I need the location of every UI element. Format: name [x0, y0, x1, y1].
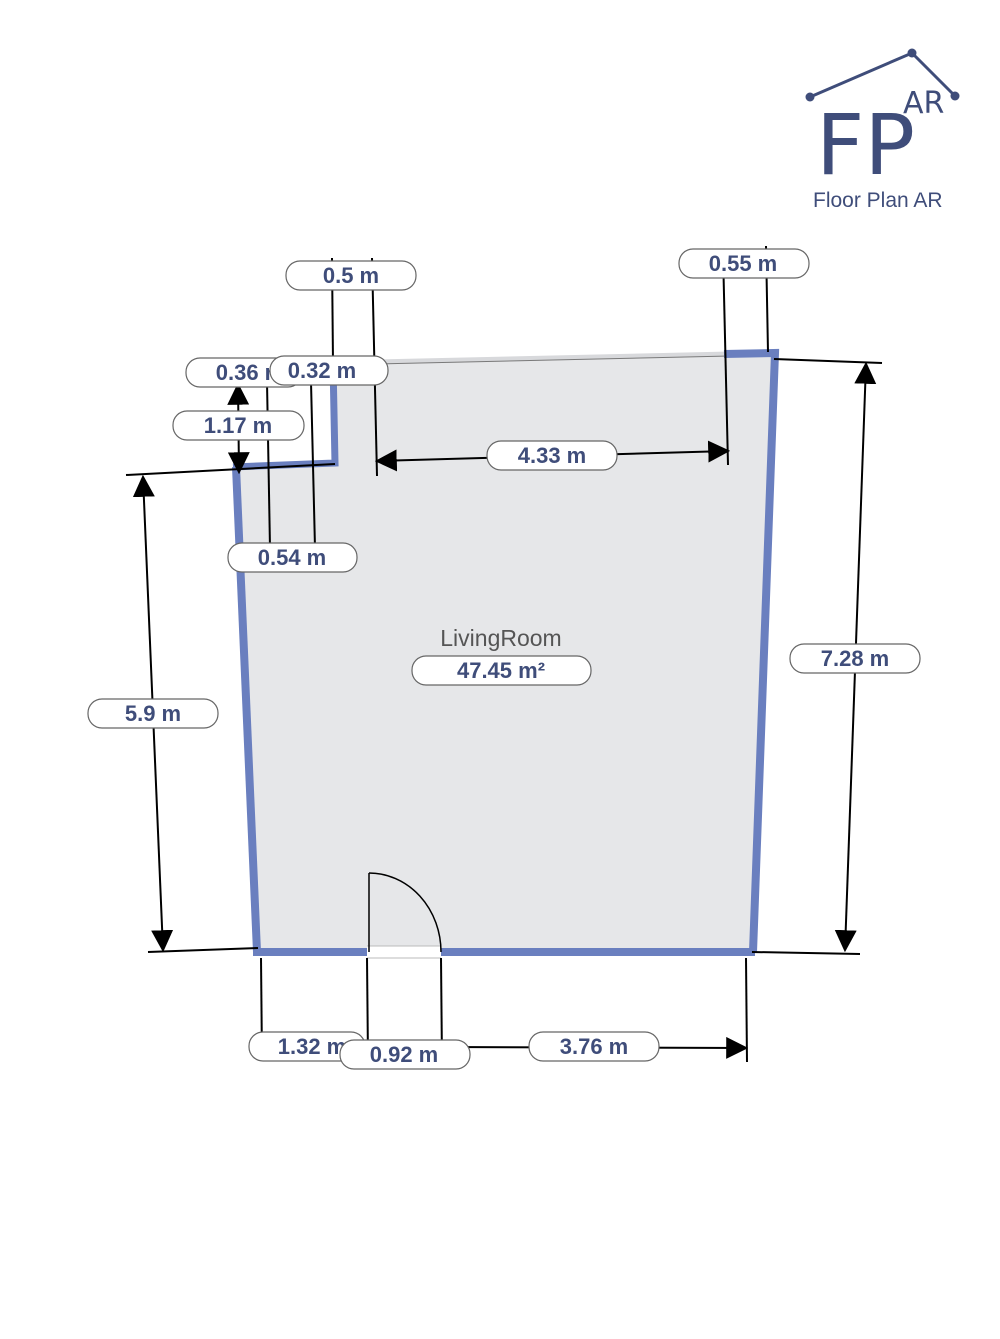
- logo-caption: Floor Plan AR: [813, 189, 943, 212]
- label-text: 0.54 m: [258, 545, 327, 570]
- logo: FP AR Floor Plan AR: [805, 48, 960, 212]
- door-symbol: [367, 872, 442, 959]
- logo-mark: FP: [816, 96, 915, 194]
- roof-constellation-icon: [805, 48, 960, 102]
- label-text: 5.9 m: [125, 701, 181, 726]
- label-door-width: 0.92 m: [339, 1039, 471, 1070]
- logo-superscript: AR: [903, 86, 944, 121]
- wall-outline: [232, 362, 339, 471]
- label-wall-top-left-stub: 0.5 m: [285, 260, 417, 291]
- door-swing-arc: [368, 872, 442, 953]
- label-text: 0.32 m: [288, 358, 357, 383]
- label-bottom-left-segment: 1.32 m: [248, 1031, 366, 1062]
- room-name: LivingRoom: [440, 625, 561, 651]
- label-wall-top-right-stub: 0.55 m: [678, 248, 810, 279]
- label-text: 1.17 m: [204, 413, 273, 438]
- label-text: 4.33 m: [518, 443, 587, 468]
- label-text: 1.32 m: [278, 1034, 347, 1059]
- label-niche-height: 1.17 m: [172, 410, 305, 441]
- label-niche-depth-wall: 0.32 m: [269, 355, 389, 386]
- label-niche-offset: 0.54 m: [227, 542, 358, 573]
- wall-right: [723, 348, 780, 953]
- label-right-wall: 7.28 m: [789, 643, 921, 674]
- label-top-wall: 4.33 m: [486, 440, 618, 471]
- room-floor: [233, 353, 775, 952]
- label-text: 3.76 m: [560, 1034, 629, 1059]
- label-text: 7.28 m: [821, 646, 890, 671]
- door-opening: [367, 946, 441, 958]
- room-area: 47.45 m²: [457, 658, 545, 683]
- room-label: LivingRoom 47.45 m²: [411, 625, 592, 686]
- label-text: 0.92 m: [370, 1042, 439, 1067]
- dimension-labels: 0.5 m 0.55 m 0.36 m 0.32 m 1.17 m 4.33 m…: [87, 248, 921, 1070]
- label-text: 0.5 m: [323, 263, 379, 288]
- label-bottom-right-segment: 3.76 m: [528, 1031, 660, 1062]
- label-text: 0.55 m: [709, 251, 778, 276]
- wall-top: [332, 350, 776, 366]
- label-left-wall: 5.9 m: [87, 698, 219, 729]
